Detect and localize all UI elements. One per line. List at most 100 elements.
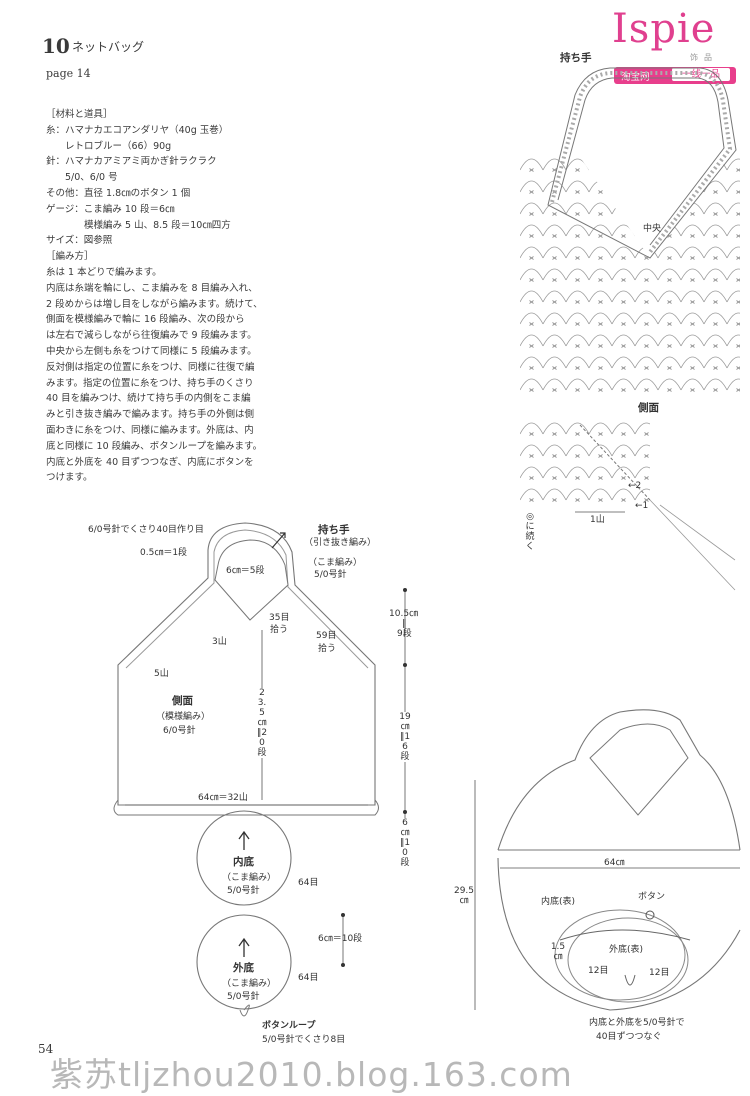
chart-lower-blank	[650, 415, 740, 510]
chart-guide-lines	[649, 499, 736, 591]
materials-heading: ［材料と道具］	[46, 109, 113, 120]
inner-bottom-stitch: （こま編み）	[222, 873, 277, 883]
assembly-width-label: 64㎝	[604, 858, 625, 868]
method-line: 側面を模様編みで輪に 16 段編み、次の段から	[46, 314, 245, 326]
watermark-text: 紫苏tljzhou2010.blog.163.com	[50, 1055, 573, 1094]
inner-bottom-stitches: 64目	[298, 878, 319, 888]
assembly-12-right: 12目	[649, 968, 670, 978]
chart-row2-label: ←2	[628, 481, 642, 491]
page-reference: page 14	[46, 67, 91, 80]
outer-bottom-label: 外底	[233, 962, 254, 974]
body-inner-outline	[125, 529, 369, 669]
method-heading: ［編み方］	[46, 251, 94, 263]
inner-bottom-hook: 5/0号針	[227, 886, 260, 896]
method-line: 2 段めからは増し目をしながら編みます。続けて、	[46, 298, 263, 310]
center-height-label: 6㎝＝5段	[226, 566, 265, 576]
handle-sc-label: （こま編み）	[308, 558, 363, 568]
method-line: みます。指定の位置に糸をつけ、持ち手のくさり	[46, 377, 254, 389]
chart-opening	[575, 150, 735, 258]
width-label: 64㎝＝32山	[198, 793, 248, 803]
pick-35-sub: 拾う	[270, 625, 289, 635]
inner-bottom-circle	[196, 810, 292, 906]
outer-bottom-shape	[567, 917, 689, 1003]
handle-opening	[214, 539, 289, 621]
button-loop-sub: 5/0号針でくさり8目	[262, 1035, 346, 1045]
pattern-number: 10	[42, 34, 70, 58]
chart-handle-inner	[557, 77, 725, 246]
lower-height-label: 6㎝‖10段	[399, 818, 411, 868]
side-hook-label: 6/0号針	[163, 726, 196, 736]
upper-height-label: 10.5㎝	[389, 609, 419, 619]
chart-handle-outline	[547, 67, 737, 259]
side-label: 側面	[172, 695, 193, 707]
button-loop-shape	[239, 1004, 250, 1017]
assembly-handle	[497, 709, 741, 851]
method-line: 内底と外底を 40 目ずつつなぎ、内底にボタンを	[46, 456, 254, 468]
assembly-height-label: 29.5㎝	[453, 886, 475, 906]
five-repeat-label: 5山	[154, 669, 169, 679]
method-line: 底と同様に 10 段編み、ボタンループを編みます。	[46, 440, 263, 452]
method-line: つけます。	[46, 472, 93, 484]
upper-height-eq: ‖	[402, 619, 407, 629]
outer-height-label: 6㎝＝10段	[318, 934, 363, 944]
material-line: レトロブルー（66）90g	[46, 140, 172, 152]
chain-start-label: 6/0号針でくさり40目作り目	[88, 525, 204, 535]
material-line: 模様編み 5 山、8.5 段＝10㎝四方	[46, 219, 231, 231]
row-height-label: 0.5㎝＝1段	[140, 548, 188, 558]
assembly-body	[497, 857, 741, 1011]
chart-decrease-line	[579, 424, 651, 501]
side-pattern-label: （模様編み）	[156, 712, 211, 722]
outer-bottom-arrow	[238, 937, 250, 957]
inner-bottom-shape	[554, 909, 686, 1001]
chart-handle-label: 持ち手	[560, 52, 592, 64]
outer-bottom-circle	[196, 914, 292, 1010]
page-number: 54	[38, 1042, 54, 1056]
mid-height-label: 23.5㎝‖20段	[256, 688, 268, 758]
assembly-outer-label: 外底(表)	[609, 945, 644, 955]
inner-bottom-label: 内底	[233, 856, 254, 868]
method-line: みと引き抜き編みで編みます。持ち手の外側は側	[46, 409, 255, 421]
method-line: 反対側は指定の位置に糸をつけ、同様に往復で編	[46, 361, 255, 373]
chart-center-label: 中央	[643, 224, 662, 234]
outer-bottom-stitches: 64目	[298, 973, 319, 983]
handle-label: 持ち手	[318, 524, 350, 536]
three-repeat-label: 3山	[212, 637, 227, 647]
material-line: 糸：ハマナカエコアンダリヤ（40g 玉巻）	[46, 124, 229, 136]
materials-section: ［材料と道具］ 糸：ハマナカエコアンダリヤ（40g 玉巻） レトロブルー（66）…	[46, 107, 263, 486]
pattern-title: ネットバッグ	[72, 40, 145, 54]
method-line: 40 目を編みつけ、続けて持ち手の内側をこま編	[46, 393, 251, 405]
outer-bottom-hook: 5/0号針	[227, 992, 260, 1002]
handle-slipstitch-label: （引き抜き編み）	[304, 538, 377, 548]
method-line: 内底は糸端を輪にし、こま編みを 8 目編み入れ、	[46, 282, 258, 294]
inner-bottom-arrow	[238, 830, 250, 850]
method-line: 中央から左側も糸をつけて同様に 5 段編みます。	[46, 345, 257, 357]
body-outline	[117, 522, 376, 806]
material-line: 5/0、6/0 号	[46, 172, 118, 184]
pick-59-sub: 拾う	[318, 644, 337, 654]
material-line: ゲージ：こま編み 10 段＝6㎝	[46, 203, 175, 215]
outer-bottom-stitch: （こま編み）	[222, 979, 277, 989]
assembly-inner-label: 内底(表)	[541, 897, 576, 907]
brand-subtitle: 饰品	[690, 53, 718, 62]
assembly-join-1: 内底と外底を5/0号針で	[589, 1018, 685, 1028]
handle-direction-arrow	[271, 532, 286, 549]
chart-repeat-label: 1山	[590, 515, 605, 525]
material-line: その他：直径 1.8㎝のボタン 1 個	[46, 187, 191, 199]
button-shape	[645, 910, 655, 920]
material-line: 針：ハマナカアミアミ両かぎ針ラクラク	[46, 156, 217, 168]
pick-35-label: 35目	[269, 613, 290, 623]
method-line: は左右で減らしながら往復編みで 9 段編みます。	[46, 330, 257, 342]
assembly-opening	[589, 723, 689, 816]
assembly-gap-label: 1.5㎝	[550, 942, 566, 962]
method-line: 面わきに糸をつけ、同様に編みます。外底は、内	[46, 424, 254, 436]
assembly-join-2: 40目ずつつなぐ	[596, 1032, 662, 1042]
middle-height-label: 19㎝‖16段	[399, 712, 411, 762]
method-line: 糸は 1 本どりで編みます。	[46, 266, 162, 278]
assembly-12-left: 12目	[588, 966, 609, 976]
button-loop-label: ボタンループ	[262, 1021, 316, 1031]
bottom-band	[113, 799, 379, 816]
pick-59-label: 59目	[316, 631, 337, 641]
handle-hook-label: 5/0号針	[314, 570, 347, 580]
